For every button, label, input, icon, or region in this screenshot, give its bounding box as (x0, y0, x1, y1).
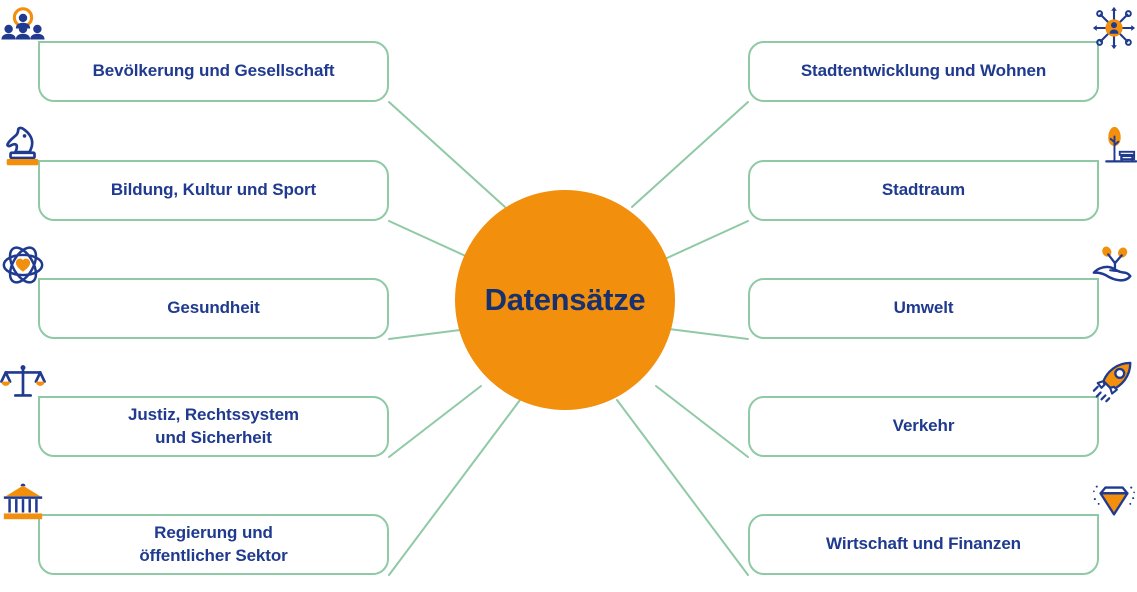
connector-left-2 (388, 220, 471, 259)
node-label: Gesundheit (167, 298, 260, 318)
node-stadtentwicklung-und-wohnen[interactable]: Stadtentwicklung und Wohnen (748, 6, 1136, 102)
node-bildung-kultur-und-sport[interactable]: Bildung, Kultur und Sport (6, 126, 389, 221)
node-label: Regierung und öffentlicher Sektor (139, 523, 288, 565)
node-label: Wirtschaft und Finanzen (826, 534, 1021, 554)
scales-of-justice-icon (0, 360, 46, 406)
connector-left-5 (388, 399, 521, 576)
government-building-icon (0, 478, 46, 524)
node-regierung-und-oeffentlicher-sektor[interactable]: Regierung und öffentlicher Sektor (3, 483, 389, 575)
connector-left-1 (388, 101, 506, 208)
node-label: Stadtraum (881, 180, 966, 200)
connector-left-3 (388, 328, 469, 340)
node-label: Bevölkerung und Gesellschaft (92, 61, 335, 81)
chess-knight-icon (0, 124, 46, 170)
connector-right-3 (668, 328, 749, 340)
hand-sprout-icon (1091, 242, 1137, 288)
node-label: Justiz, Rechtssystem und Sicherheit (128, 405, 299, 447)
node-bevoelkerung-und-gesellschaft[interactable]: Bevölkerung und Gesellschaft (1, 7, 389, 102)
node-umwelt[interactable]: Umwelt (748, 246, 1132, 339)
diamond-gem-icon (1091, 478, 1137, 524)
hub-label: Datensätze (484, 282, 646, 317)
person-network-hub-icon (1091, 5, 1137, 51)
node-wirtschaft-und-finanzen[interactable]: Wirtschaft und Finanzen (748, 485, 1135, 575)
node-gesundheit[interactable]: Gesundheit (2, 246, 389, 339)
node-label: Verkehr (892, 416, 955, 436)
connector-left-4 (388, 385, 482, 458)
node-label: Bildung, Kultur und Sport (110, 180, 317, 200)
rocket-icon (1091, 360, 1137, 406)
group-of-people-icon (0, 5, 46, 51)
connector-right-4 (655, 385, 749, 458)
connector-right-2 (666, 220, 749, 259)
node-verkehr[interactable]: Verkehr (748, 361, 1132, 457)
center-hub: Datensätze (455, 190, 675, 410)
atom-heart-icon (0, 242, 46, 288)
node-stadtraum[interactable]: Stadtraum (748, 126, 1137, 221)
connector-right-1 (631, 101, 749, 208)
connector-right-5 (616, 399, 749, 576)
node-label: Stadtentwicklung und Wohnen (800, 61, 1047, 81)
tree-bench-icon (1091, 124, 1137, 170)
node-justiz-rechtssystem-und-sicherheit[interactable]: Justiz, Rechtssystem und Sicherheit (0, 365, 389, 457)
node-label: Umwelt (893, 298, 954, 318)
